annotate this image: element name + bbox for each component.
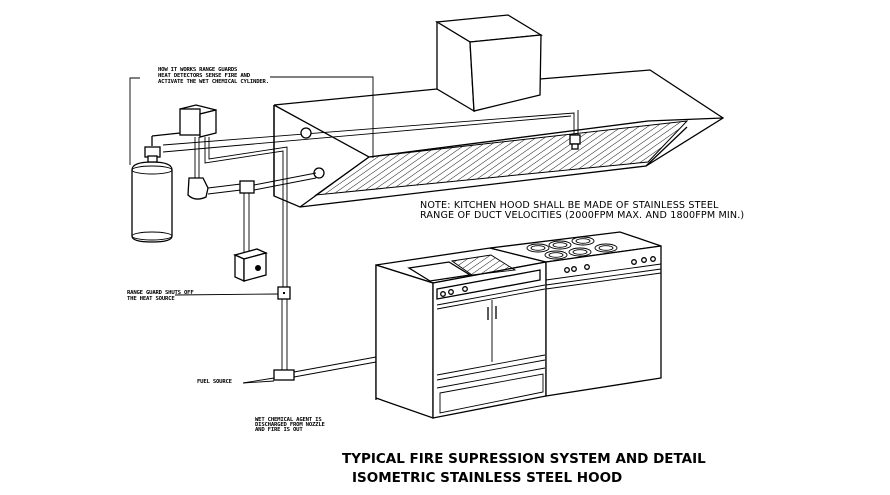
- callout-range-line2: THE HEAT SOURCE: [127, 296, 175, 302]
- burners: [526, 236, 618, 260]
- callout-leader-cylinder: [129, 77, 140, 165]
- wet-chemical-cylinder: [131, 146, 173, 243]
- exhaust-fan-box: [434, 14, 544, 113]
- discharge-pipe: [207, 172, 317, 252]
- control-box: [151, 104, 217, 146]
- detection-pipe: [162, 110, 579, 153]
- callout-how-it-works: HOW IT WORKS RANGE GUARDS HEAT DETECTORS…: [158, 67, 269, 85]
- callout-how-line2: HEAT DETECTORS SENSE FIRE AND: [158, 73, 251, 79]
- grease-filter: [314, 120, 689, 196]
- callout-wet-chemical: WET CHEMICAL AGENT IS DISCHARGED FROM NO…: [255, 417, 325, 433]
- hood-fitting-upper: [300, 127, 312, 139]
- control-pipes: [194, 137, 288, 295]
- callout-leader-how: [270, 76, 374, 158]
- callout-wet-line2: DISCHARGED FROM NOZZLE: [255, 422, 325, 428]
- gas-shutoff-valve: [174, 286, 291, 372]
- callout-wet-line1: WET CHEMICAL AGENT IS: [255, 417, 322, 423]
- fuel-pipe: [242, 265, 377, 400]
- drawing-title-line2: ISOMETRIC STAINLESS STEEL HOOD: [352, 470, 622, 486]
- fryer-cabinet: [375, 247, 547, 419]
- callout-range-guard: RANGE GUARD SHUTS OFF THE HEAT SOURCE: [127, 290, 195, 302]
- callout-how-line1: HOW IT WORKS RANGE GUARDS: [158, 67, 238, 73]
- range-oven: [489, 231, 662, 397]
- heat-detector: [569, 134, 581, 150]
- note-line1: NOTE: KITCHEN HOOD SHALL BE MADE OF STAI…: [420, 200, 719, 211]
- pipe-elbow: [187, 177, 209, 200]
- callout-fuel-source: FUEL SOURCE: [197, 379, 232, 385]
- note-line2: RANGE OF DUCT VELOCITIES (2000FPM MAX. A…: [420, 210, 744, 221]
- callout-wet-line3: AND FIRE IS OUT: [255, 427, 303, 433]
- callout-range-line1: RANGE GUARD SHUTS OFF: [127, 290, 194, 296]
- drawing-title-line1: TYPICAL FIRE SUPRESSION SYSTEM AND DETAI…: [342, 451, 706, 467]
- callout-how-line3: ACTIVATE THE WET CHEMICAL CYLINDER.: [158, 79, 269, 85]
- manual-pull-station: [233, 248, 268, 283]
